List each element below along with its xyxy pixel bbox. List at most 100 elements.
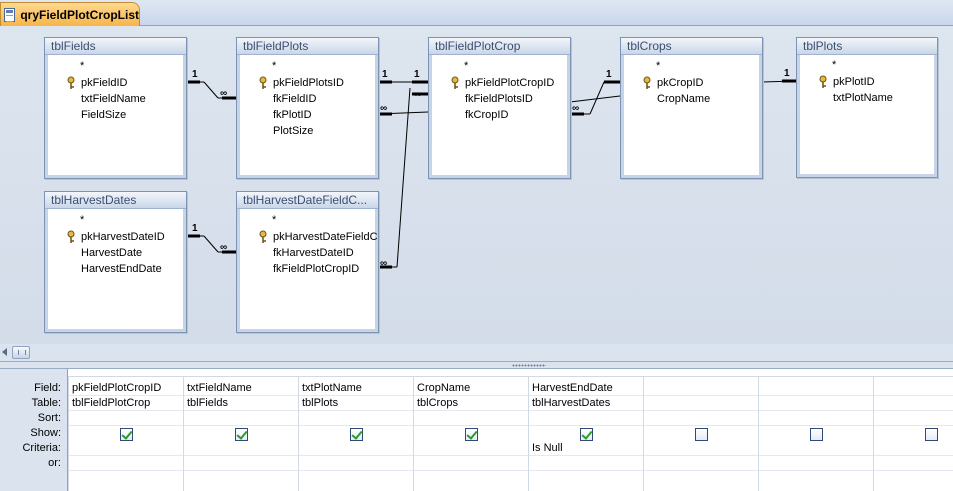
field-all[interactable]: * [80,214,85,226]
table-title[interactable]: tblFieldPlotCrop [429,38,570,55]
column-selector-bar[interactable] [68,369,953,377]
or-cell[interactable] [644,456,758,471]
field-primary-key[interactable]: pkFieldPlotCropID [465,77,555,89]
show-checkbox[interactable] [580,428,593,441]
or-cell[interactable] [529,456,643,471]
show-checkbox[interactable] [695,428,708,441]
field-primary-key[interactable]: pkCropID [657,77,704,89]
sort-cell[interactable] [874,411,953,426]
table-cell[interactable] [874,396,953,411]
field-cell[interactable] [759,381,873,396]
field-item[interactable]: HarvestDate [81,247,143,259]
sort-cell[interactable] [759,411,873,426]
table-cell[interactable] [644,396,758,411]
table-cell[interactable]: tblHarvestDates [529,396,643,411]
field-primary-key[interactable]: pkHarvestDateID [81,231,165,243]
table-tblCrops[interactable]: tblCrops * pkCropID CropName [620,37,763,179]
table-design-area[interactable]: 1 ∞ 1 ∞ 1 1 ∞ ∞ 1 ∞ 1 ∞ tblFields * pkFi… [0,26,953,344]
table-cell[interactable]: tblPlots [299,396,413,411]
arrow-left-icon[interactable] [2,348,7,356]
field-cell[interactable]: HarvestEndDate [529,381,643,396]
show-checkbox[interactable] [810,428,823,441]
field-item[interactable]: fkHarvestDateID [273,247,354,259]
field-item[interactable]: txtPlotName [833,92,893,104]
table-title[interactable]: tblFields [45,38,186,55]
sort-cell[interactable] [414,411,528,426]
field-all[interactable]: * [656,60,661,72]
splitter-grip-icon[interactable] [512,364,546,367]
field-item[interactable]: fkPlotID [273,109,312,121]
field-item[interactable]: HarvestEndDate [81,263,162,275]
tab-query[interactable]: qryFieldPlotCropList [0,2,140,26]
scrollbar-thumb[interactable] [12,346,30,359]
table-tblFieldPlotCrop[interactable]: tblFieldPlotCrop * pkFieldPlotCropID fkF… [428,37,571,179]
field-primary-key[interactable]: pkFieldID [81,77,128,89]
field-cell[interactable]: CropName [414,381,528,396]
field-item[interactable]: FieldSize [81,109,127,121]
criteria-cell[interactable] [759,441,873,456]
field-cell[interactable]: txtFieldName [184,381,298,396]
field-all[interactable]: * [272,60,277,72]
criteria-cell[interactable] [414,441,528,456]
criteria-cell[interactable] [874,441,953,456]
design-horizontal-scrollbar[interactable] [0,344,953,361]
field-cell[interactable] [874,381,953,396]
or-cell[interactable] [69,456,183,471]
show-checkbox[interactable] [350,428,363,441]
or-cell[interactable] [874,456,953,471]
table-title[interactable]: tblCrops [621,38,762,55]
field-item[interactable]: PlotSize [273,125,314,137]
table-title[interactable]: tblHarvestDateFieldC... [237,192,378,209]
or-cell[interactable] [759,456,873,471]
table-tblFields[interactable]: tblFields * pkFieldID txtFieldName Field… [44,37,187,179]
row-label-table: Table: [31,397,61,409]
sort-cell[interactable] [69,411,183,426]
show-checkbox[interactable] [465,428,478,441]
field-primary-key[interactable]: pkFieldPlotsID [273,77,344,89]
show-checkbox[interactable] [925,428,938,441]
show-checkbox[interactable] [235,428,248,441]
table-cell[interactable]: tblFieldPlotCrop [69,396,183,411]
field-item[interactable]: txtFieldName [81,93,146,105]
or-cell[interactable] [299,456,413,471]
rel-many-label: ∞ [380,103,387,114]
table-tblHarvestDates[interactable]: tblHarvestDates * pkHarvestDateID Harves… [44,191,187,333]
table-tblFieldPlots[interactable]: tblFieldPlots * pkFieldPlotsID fkFieldID… [236,37,379,179]
show-checkbox[interactable] [120,428,133,441]
table-cell[interactable]: tblFields [184,396,298,411]
table-cell[interactable]: tblCrops [414,396,528,411]
field-item[interactable]: fkCropID [465,109,509,121]
criteria-cell[interactable]: Is Null [529,441,643,456]
field-primary-key[interactable]: pkPlotID [833,76,875,88]
table-tblHarvestDateFieldCrop[interactable]: tblHarvestDateFieldC... * pkHarvestDateF… [236,191,379,333]
table-tblPlots[interactable]: tblPlots * pkPlotID txtPlotName [796,37,938,178]
field-cell[interactable]: pkFieldPlotCropID [69,381,183,396]
sort-cell[interactable] [529,411,643,426]
field-item[interactable]: fkFieldPlotCropID [273,263,360,275]
or-cell[interactable] [414,456,528,471]
field-primary-key[interactable]: pkHarvestDateFieldC [273,231,378,243]
field-cell[interactable]: txtPlotName [299,381,413,396]
criteria-cell[interactable] [69,441,183,456]
field-all[interactable]: * [832,59,837,71]
field-item[interactable]: fkFieldPlotsID [465,93,533,105]
field-cell[interactable] [644,381,758,396]
table-title[interactable]: tblHarvestDates [45,192,186,209]
field-item[interactable]: fkFieldID [273,93,317,105]
table-cell[interactable] [759,396,873,411]
pane-splitter[interactable] [0,361,953,369]
sort-cell[interactable] [644,411,758,426]
field-item[interactable]: CropName [657,93,711,105]
field-all[interactable]: * [272,214,277,226]
criteria-cell[interactable] [644,441,758,456]
field-list: * pkHarvestDateID HarvestDate HarvestEnd… [45,209,186,332]
or-cell[interactable] [184,456,298,471]
sort-cell[interactable] [299,411,413,426]
criteria-cell[interactable] [184,441,298,456]
table-title[interactable]: tblFieldPlots [237,38,378,55]
field-all[interactable]: * [80,60,85,72]
table-title[interactable]: tblPlots [797,38,937,55]
criteria-cell[interactable] [299,441,413,456]
field-all[interactable]: * [464,60,469,72]
sort-cell[interactable] [184,411,298,426]
